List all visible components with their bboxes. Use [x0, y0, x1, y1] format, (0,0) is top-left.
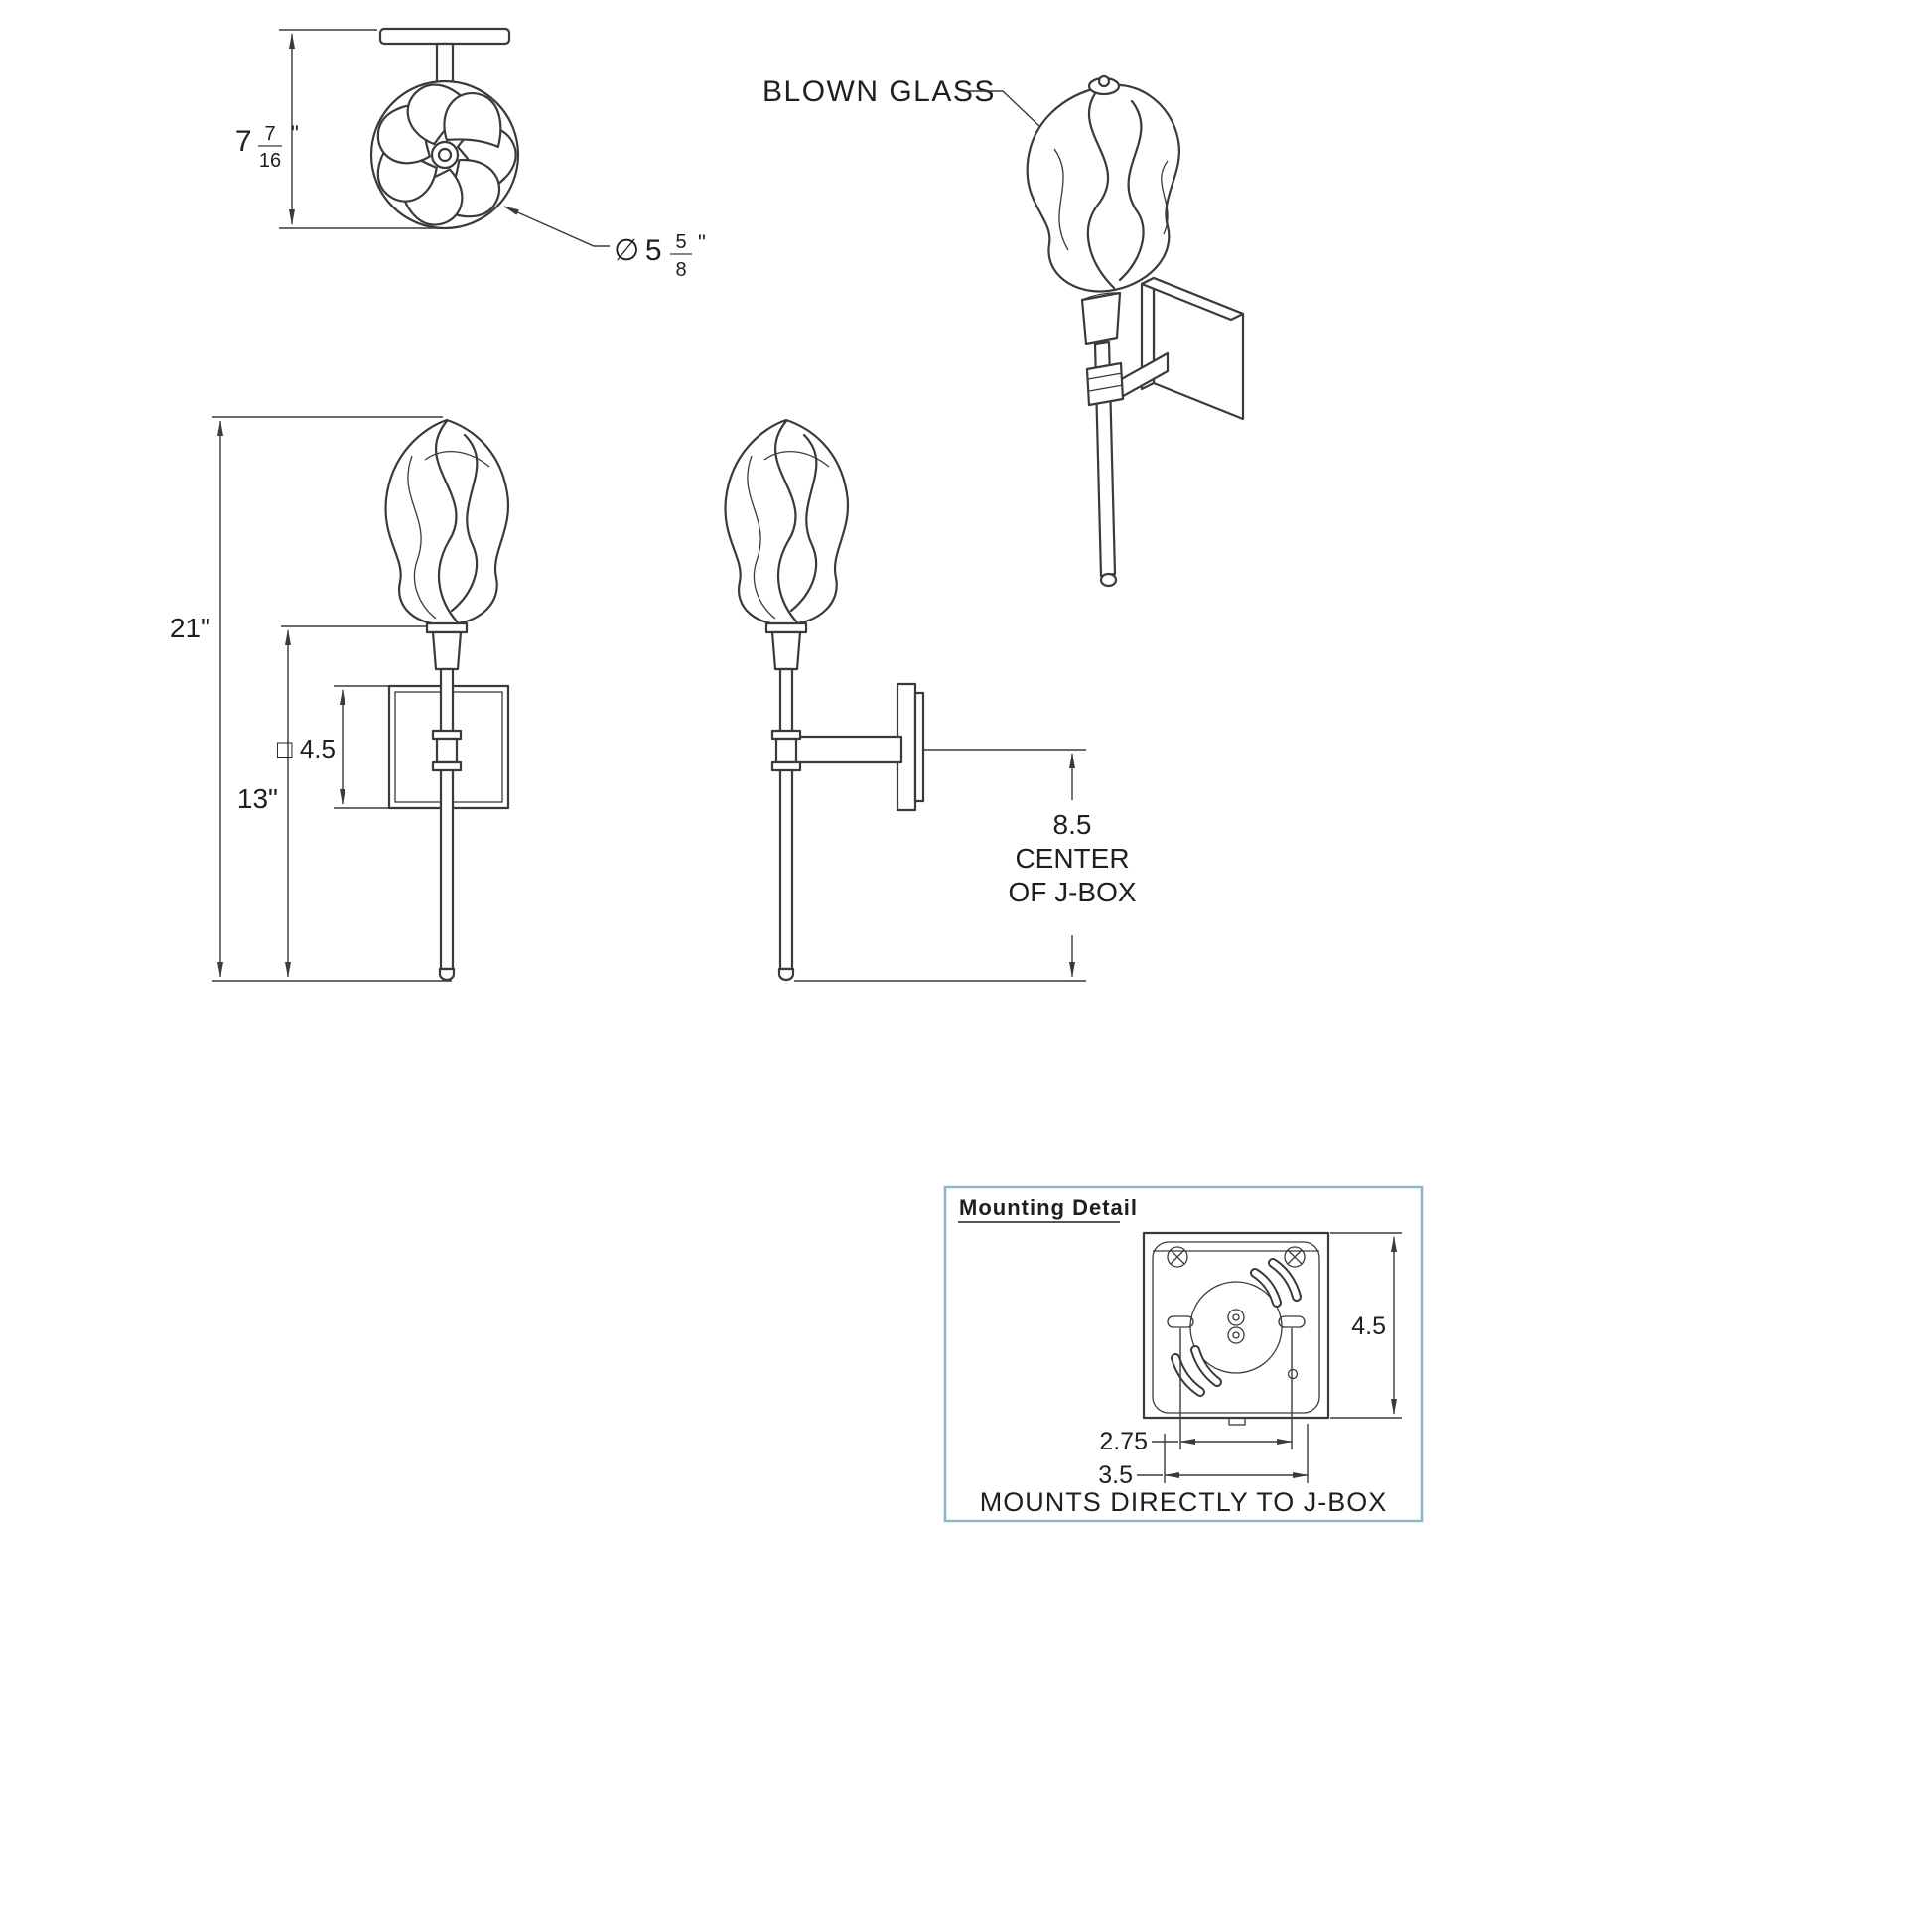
glass-shade-iso — [1026, 74, 1181, 293]
stem-front — [439, 667, 455, 971]
pilot-hole — [1287, 1368, 1299, 1380]
diameter-symbol: ∅ — [614, 234, 641, 267]
dim-slot-spacing: 2.75 — [1099, 1328, 1293, 1455]
stem-top-view — [435, 42, 455, 85]
mounting-detail-title: Mounting Detail — [959, 1195, 1138, 1220]
diameter-whole: 5 — [645, 234, 663, 267]
dim-overall-height-label: 21" — [170, 613, 210, 643]
dim-plate-front-label: □ 4.5 — [277, 734, 336, 763]
curved-slots — [1171, 1258, 1302, 1397]
canopy-top-view — [378, 27, 511, 46]
side-view: 8.5 CENTER OF J-BOX — [724, 418, 1137, 982]
slot-right — [1278, 1315, 1306, 1328]
front-view: 21" 13" □ 4.5 — [170, 416, 510, 982]
slot-left — [1167, 1315, 1194, 1328]
mounting-detail-border — [943, 1185, 1424, 1523]
bottom-notch — [1228, 1417, 1246, 1426]
blown-glass-label: BLOWN GLASS — [762, 75, 996, 108]
glass-shade-front — [384, 418, 510, 626]
stem-cap-iso — [1099, 572, 1118, 588]
screw-right-icon — [1284, 1246, 1306, 1268]
isometric-view — [1026, 74, 1245, 588]
mounts-note: MOUNTS DIRECTLY TO J-BOX — [980, 1487, 1388, 1517]
dim-center-height-label: 13" — [237, 783, 278, 814]
collar-front — [431, 729, 463, 772]
dim-jbox-line2: OF J-BOX — [1008, 877, 1136, 907]
screw-left-icon — [1167, 1246, 1188, 1268]
mounting-detail: Mounting Detail — [943, 1185, 1424, 1523]
socket-front — [425, 621, 469, 671]
collar-iso — [1085, 361, 1125, 407]
diameter-den: 8 — [675, 259, 686, 281]
arm-side — [792, 735, 903, 764]
dim-plate-front: □ 4.5 — [277, 685, 389, 809]
dim-plate-height: 4.5 — [1330, 1232, 1402, 1419]
shade-swirl-top — [363, 75, 519, 235]
wall-plate-iso — [1140, 276, 1245, 421]
dim-top-height-num: 7 — [264, 123, 275, 145]
fixture-side — [724, 418, 850, 982]
dim-top-height-unit: " — [291, 121, 299, 146]
dim-center-height: 13" — [237, 625, 427, 978]
dim-overall-height: 21" — [170, 416, 452, 982]
dim-jbox-center: 8.5 CENTER OF J-BOX — [794, 749, 1137, 982]
dim-slot-spacing-label: 2.75 — [1099, 1428, 1148, 1455]
top-view: 7 7 16 " ∅ 5 5 8 " — [235, 27, 706, 281]
diameter-num: 5 — [675, 231, 686, 253]
mounting-plate — [1142, 1231, 1330, 1426]
dim-top-height-whole: 7 — [235, 125, 253, 158]
dim-mount-spacing: 3.5 — [1098, 1424, 1309, 1489]
stem-cap-front — [438, 967, 456, 982]
dim-mount-spacing-label: 3.5 — [1098, 1461, 1133, 1489]
dim-top-height-den: 16 — [259, 150, 281, 172]
dim-shade-diameter: ∅ 5 5 8 " — [503, 206, 706, 281]
socket-iso — [1080, 291, 1122, 345]
diameter-unit: " — [698, 230, 706, 255]
fixture-front — [384, 418, 510, 982]
blown-glass-callout: BLOWN GLASS — [762, 75, 1081, 166]
dim-jbox-value: 8.5 — [1053, 809, 1092, 840]
dim-jbox-line1: CENTER — [1015, 843, 1129, 874]
dim-top-height: 7 7 16 " — [235, 29, 443, 229]
dim-plate-height-label: 4.5 — [1351, 1312, 1386, 1340]
